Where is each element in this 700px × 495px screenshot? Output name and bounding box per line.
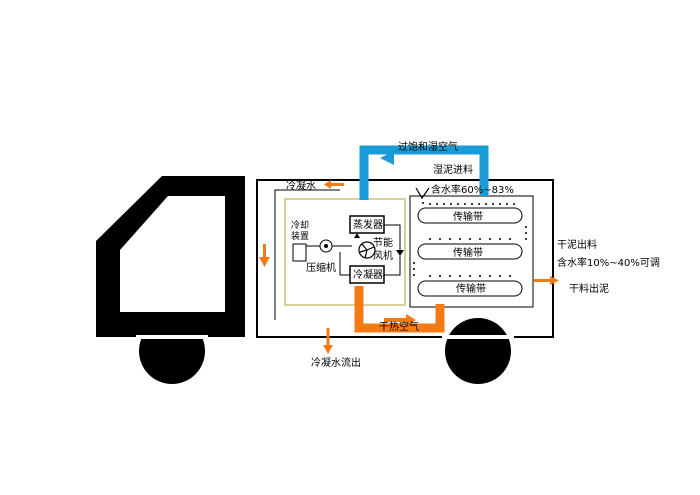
conveyor-belt-1 xyxy=(417,207,523,224)
loop-arrow-down xyxy=(396,250,404,256)
wet-feed-label: 湿泥进料 xyxy=(433,163,473,176)
hot-dry-air-label: 干热空气 xyxy=(379,320,419,333)
cooling-device-box xyxy=(292,243,307,262)
belt-2-label: 传输带 xyxy=(453,246,483,259)
compressor-icon xyxy=(306,239,352,253)
condensate-out-arrow xyxy=(323,328,333,354)
energy-fan-label: 节能风机 xyxy=(373,236,393,262)
cooling-device-label-text: 冷却 xyxy=(291,219,309,231)
moisture-out-label: 含水率10%~40%可调 xyxy=(557,256,660,269)
cooling-device-label-line2: 装置 xyxy=(291,230,309,242)
condenser-label: 冷凝器 xyxy=(353,268,383,281)
left-down-arrow xyxy=(259,244,270,267)
belt-3-label: 传输带 xyxy=(456,282,486,295)
front-wheel xyxy=(136,318,208,384)
condensate-top-arrow xyxy=(324,180,344,189)
conveyor-belt-3 xyxy=(417,280,523,297)
conveyor-belt-2 xyxy=(417,243,523,260)
material-flow-dots xyxy=(413,202,527,277)
condensate-out-label: 冷凝水流出 xyxy=(311,356,361,369)
condensate-top-label: 冷凝水 xyxy=(286,179,316,192)
cooling-device-label: 冷却 装置 xyxy=(291,219,312,242)
dry-out-material-label: 干泥出料 xyxy=(557,238,597,251)
feed-hopper xyxy=(415,187,430,200)
heat-pump-panel xyxy=(284,198,406,306)
hot-air-duct xyxy=(354,286,445,333)
dry-out-arrow xyxy=(534,276,559,285)
energy-fan-label-line1: 节能 xyxy=(373,236,393,249)
belt-1-label: 传输带 xyxy=(453,210,483,223)
compressor-label: 压缩机 xyxy=(306,261,336,274)
condensate-pipe xyxy=(274,189,340,320)
fan-icon xyxy=(358,241,376,259)
energy-fan-label-line2: 风机 xyxy=(373,249,393,262)
humid-air-duct xyxy=(359,145,489,200)
loop-arrow-up xyxy=(354,233,360,238)
rear-wheel xyxy=(442,318,514,384)
humid-air-label: 过饱和湿空气 xyxy=(398,140,458,153)
dry-out-label: 干料出泥 xyxy=(569,282,609,295)
moisture-in-label: 含水率60%~83% xyxy=(431,183,514,196)
evaporator-label: 蒸发器 xyxy=(353,218,383,231)
dryer-chamber xyxy=(409,195,534,308)
truck-cab xyxy=(96,176,245,337)
